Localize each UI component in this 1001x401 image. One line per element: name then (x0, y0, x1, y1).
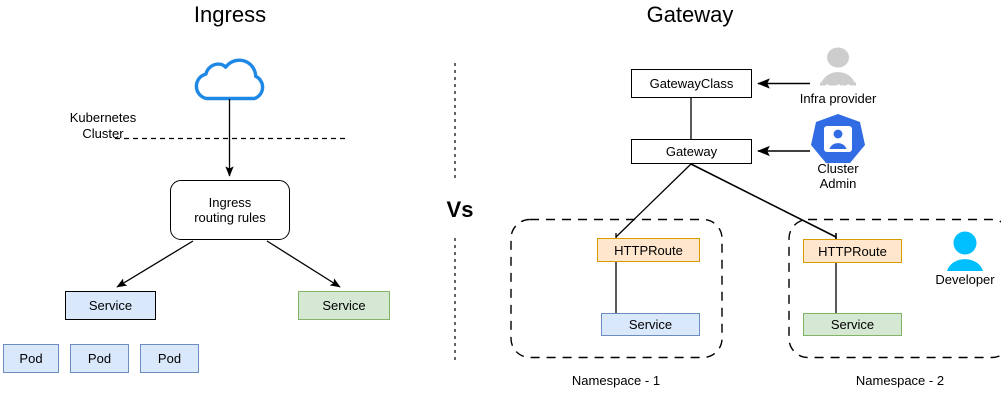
httproute-box-1[interactable]: HTTPRoute (597, 238, 700, 262)
developer-label: Developer (935, 272, 995, 287)
httproute-box-2[interactable]: HTTPRoute (803, 239, 902, 263)
service-box-blue[interactable]: Service (65, 291, 156, 320)
ingress-routing-rules-box[interactable]: Ingress routing rules (170, 180, 290, 240)
pod-box-2[interactable]: Pod (70, 344, 129, 373)
gatewayclass-box[interactable]: GatewayClass (631, 69, 752, 98)
namespace-2-service-label: Service (830, 317, 875, 332)
panel-title-gateway: Gateway (646, 2, 734, 27)
namespace-1-service-box[interactable]: Service (601, 313, 700, 336)
namespace-1-caption: Namespace - 1 (571, 373, 661, 388)
cloud-icon (194, 58, 265, 101)
gateway-box[interactable]: Gateway (631, 139, 752, 164)
gateway-label: Gateway (665, 144, 718, 159)
panel-title-ingress: Ingress (193, 2, 267, 27)
pod-box-1[interactable]: Pod (3, 344, 59, 373)
httproute-label-1: HTTPRoute (614, 242, 683, 258)
service-blue-label: Service (88, 298, 133, 313)
namespace-1-service-label: Service (628, 317, 673, 332)
vs-divider-label: Vs (446, 197, 474, 222)
user-cyan-icon (947, 231, 983, 271)
namespace-2-service-box[interactable]: Service (803, 313, 902, 336)
namespace-1-boundary (510, 218, 723, 359)
edge-ingress-to-service-green (266, 240, 341, 288)
httproute-label-2: HTTPRoute (818, 243, 887, 259)
infra-provider-caption: Infra provider (788, 91, 888, 106)
pod-label-3: Pod (157, 351, 182, 366)
kubernetes-user-icon (811, 114, 865, 163)
cluster-admin-label-line-2: Admin (819, 176, 857, 191)
cluster-admin-label-line-1: Cluster (817, 161, 859, 176)
cluster-label-line-2: Cluster (82, 126, 124, 141)
gatewayclass-label: GatewayClass (649, 76, 734, 91)
developer-caption: Developer (925, 272, 1001, 287)
namespace-2-caption: Namespace - 2 (855, 373, 945, 388)
edge-ingress-to-service-blue (116, 240, 194, 288)
ingress-box-line-1: Ingress (208, 195, 252, 210)
edge-gateway-to-httproute-1 (615, 163, 692, 238)
cluster-label-line-1: Kubernetes (69, 110, 137, 125)
service-box-green[interactable]: Service (298, 291, 390, 320)
ingress-routing-rules-label: Ingress routing rules (171, 181, 289, 239)
kubernetes-cluster-label: Kubernetes Cluster (48, 110, 158, 142)
infra-provider-label: Infra provider (799, 91, 877, 106)
user-gray-icon (819, 47, 857, 90)
namespace-2-boundary (788, 218, 1001, 359)
cluster-admin-caption: Cluster Admin (790, 161, 886, 191)
pod-label-2: Pod (87, 351, 112, 366)
service-green-label: Service (322, 298, 366, 313)
ingress-box-line-2: routing rules (194, 210, 266, 225)
edge-gateway-to-httproute-2 (690, 163, 837, 238)
pod-box-3[interactable]: Pod (140, 344, 199, 373)
pod-label-1: Pod (19, 351, 43, 366)
